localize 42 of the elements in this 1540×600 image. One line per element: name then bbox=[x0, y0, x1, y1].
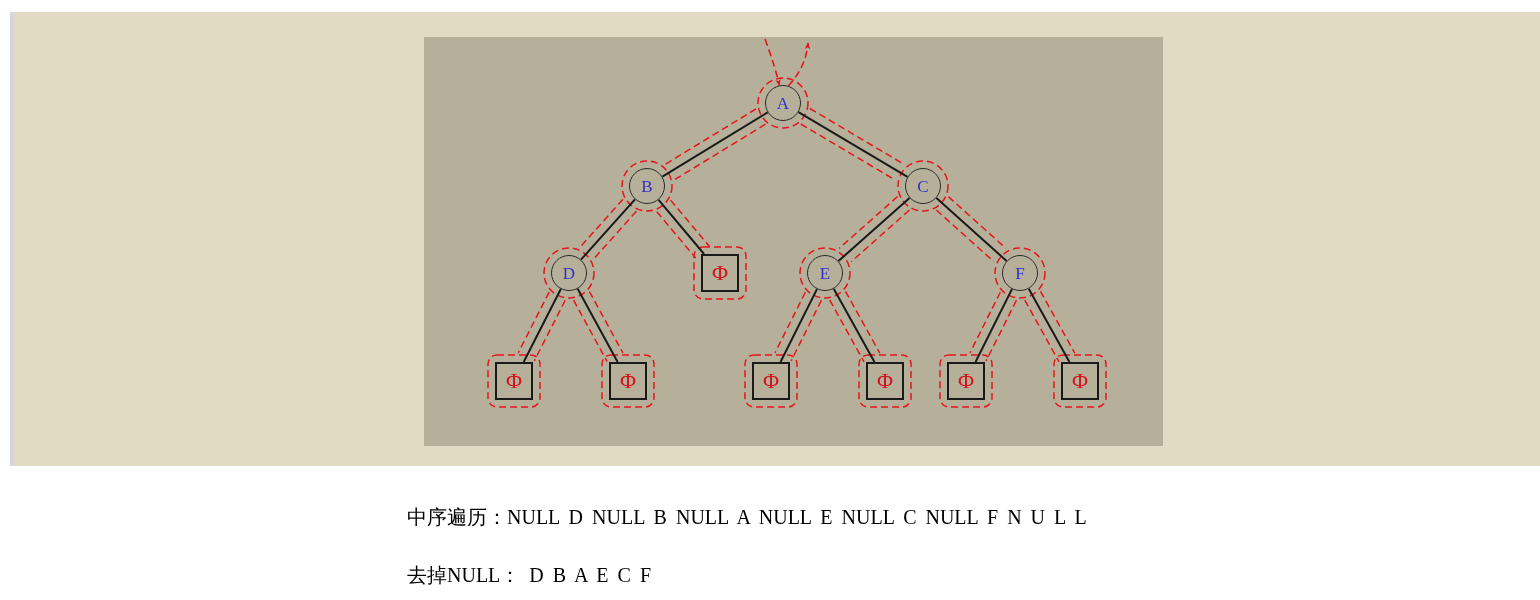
tree-edge bbox=[1027, 287, 1071, 363]
traversal-arrow bbox=[787, 42, 811, 87]
node-label: Φ bbox=[957, 370, 975, 392]
tree-node-circle bbox=[765, 85, 801, 121]
null-node-square bbox=[752, 362, 790, 400]
null-node-square bbox=[866, 362, 904, 400]
tree-edge bbox=[779, 288, 818, 363]
node-label: E bbox=[819, 264, 831, 282]
tree-node-circle bbox=[629, 168, 665, 204]
tree-edge bbox=[797, 111, 909, 178]
tree-edge bbox=[522, 288, 562, 363]
traversal-text: 去掉NULL： D B A E C F bbox=[407, 563, 652, 588]
traversal-text: 中序遍历：NULL D NULL B NULL A NULL E NULL C NULL F N U L L bbox=[407, 505, 1087, 530]
node-label: F bbox=[1015, 264, 1025, 282]
node-label: Φ bbox=[711, 262, 729, 284]
tree-node-circle bbox=[551, 255, 587, 291]
node-label: Φ bbox=[762, 370, 780, 392]
null-node-square bbox=[495, 362, 533, 400]
node-label: D bbox=[562, 264, 576, 282]
tree-node-circle bbox=[905, 168, 941, 204]
tree-edge bbox=[580, 198, 636, 261]
node-label: A bbox=[776, 94, 790, 112]
node-label: Φ bbox=[505, 370, 523, 392]
null-node-square bbox=[609, 362, 647, 400]
tree-edge bbox=[935, 197, 1008, 262]
node-label: C bbox=[917, 177, 929, 195]
tree-edge bbox=[661, 111, 769, 178]
tree-edge bbox=[837, 196, 911, 263]
node-label: Φ bbox=[876, 370, 894, 392]
tree-edge bbox=[974, 288, 1013, 363]
null-node-square bbox=[947, 362, 985, 400]
tree-node-circle bbox=[807, 255, 843, 291]
null-node-square bbox=[1061, 362, 1099, 400]
tree-edge bbox=[576, 287, 619, 363]
tree-edge bbox=[657, 198, 706, 255]
node-label: B bbox=[641, 177, 653, 195]
null-node-square bbox=[701, 254, 739, 292]
traversal-arrow bbox=[764, 38, 781, 87]
tree-edge bbox=[832, 287, 876, 363]
tree-node-circle bbox=[1002, 255, 1038, 291]
node-label: Φ bbox=[1071, 370, 1089, 392]
node-label: Φ bbox=[619, 370, 637, 392]
